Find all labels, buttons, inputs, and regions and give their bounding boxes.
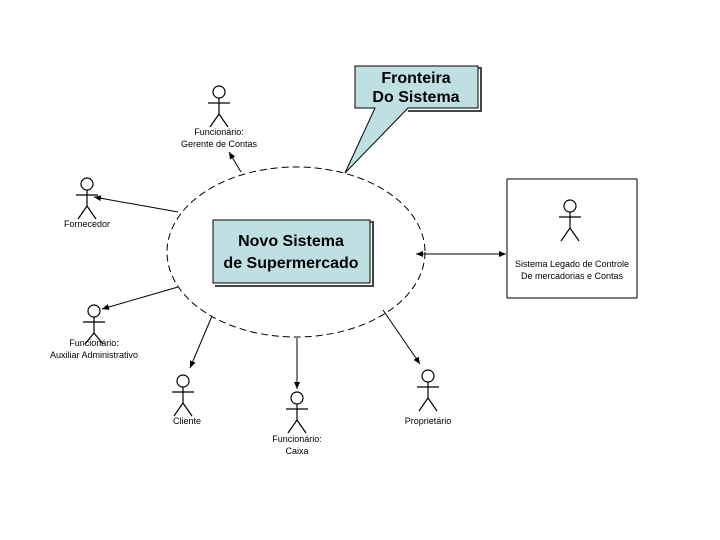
- system-box[interactable]: Novo Sistema de Supermercado: [212, 219, 374, 287]
- actor-label: Auxiliar Administrativo: [50, 350, 138, 360]
- actor-label: Caixa: [285, 446, 308, 456]
- stick-figure-icon: [208, 85, 230, 128]
- stick-figure-icon: [559, 199, 581, 242]
- stick-figure-icon: [76, 177, 98, 220]
- actor-label: Proprietário: [405, 416, 452, 426]
- actor-auxiliar[interactable]: Funcionário: Auxiliar Administrativo: [50, 304, 138, 360]
- arrow-proprietario: [382, 309, 421, 365]
- actor-label: De mercadorias e Contas: [521, 271, 624, 281]
- actor-label: Funcionário:: [69, 338, 119, 348]
- system-title-line2: de Supermercado: [223, 255, 358, 272]
- actor-caixa[interactable]: Funcionário: Caixa: [272, 391, 322, 456]
- actor-fornecedor[interactable]: Fornecedor: [64, 177, 110, 229]
- actor-gerente[interactable]: Funcionário: Gerente de Contas: [181, 85, 258, 149]
- boundary-callout: Fronteira Do Sistema: [344, 65, 482, 174]
- callout-line2: Do Sistema: [372, 89, 459, 106]
- stick-figure-icon: [172, 374, 194, 417]
- actor-label: Fornecedor: [64, 219, 110, 229]
- actor-label: Gerente de Contas: [181, 139, 258, 149]
- stick-figure-icon: [83, 304, 105, 345]
- actor-label: Sistema Legado de Controle: [515, 259, 629, 269]
- arrow-gerente: [228, 151, 242, 173]
- actor-label: Funcionário:: [272, 434, 322, 444]
- arrow-cliente: [189, 315, 213, 369]
- actor-legado[interactable]: Sistema Legado de Controle De mercadoria…: [515, 199, 629, 281]
- actor-label: Cliente: [173, 416, 201, 426]
- legacy-system-box[interactable]: [506, 178, 638, 299]
- callout-line1: Fronteira: [381, 70, 450, 87]
- arrow-fornecedor: [93, 195, 179, 213]
- system-title-line1: Novo Sistema: [238, 233, 344, 250]
- actor-cliente[interactable]: Cliente: [172, 374, 201, 426]
- stick-figure-icon: [417, 369, 439, 412]
- arrow-auxiliar: [101, 286, 179, 310]
- actor-label: Funcionário:: [194, 127, 244, 137]
- stick-figure-icon: [286, 391, 308, 434]
- actor-proprietario[interactable]: Proprietário: [405, 369, 452, 426]
